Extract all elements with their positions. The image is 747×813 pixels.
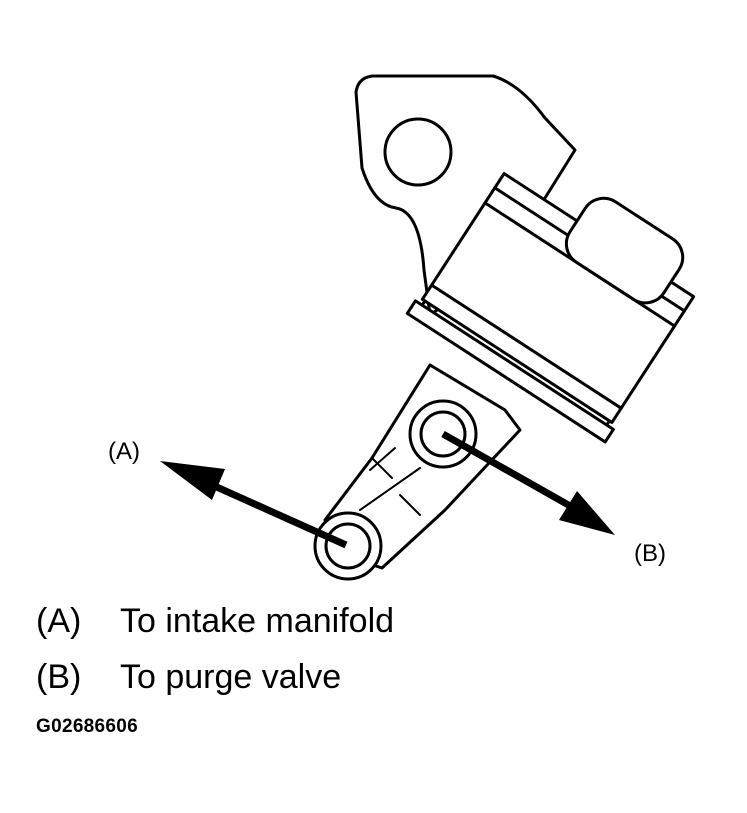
mounting-hole — [383, 117, 453, 187]
arrow-a-head — [160, 461, 225, 500]
legend-key: (A) — [36, 602, 82, 640]
legend-key: (B) — [36, 658, 82, 696]
callout-a: (A) — [108, 438, 140, 465]
valve-cap — [564, 196, 685, 305]
figure-id: G02686606 — [36, 716, 139, 737]
port-a-inner — [324, 522, 372, 570]
legend: (A) To intake manifold (B) To purge valv… — [36, 593, 394, 705]
legend-text: To purge valve — [120, 658, 342, 696]
valve-flange — [405, 299, 615, 444]
legend-text: To intake manifold — [120, 602, 395, 640]
callout-b: (B) — [634, 540, 666, 567]
arrow-b-head — [559, 491, 615, 535]
component-diagram: (A) (B) — [108, 74, 696, 581]
arrow-a-shaft — [208, 480, 348, 549]
legend-item-b: (B) To purge valve — [36, 649, 394, 705]
legend-item-a: (A) To intake manifold — [36, 593, 394, 649]
arrow-b-shaft — [441, 430, 574, 511]
